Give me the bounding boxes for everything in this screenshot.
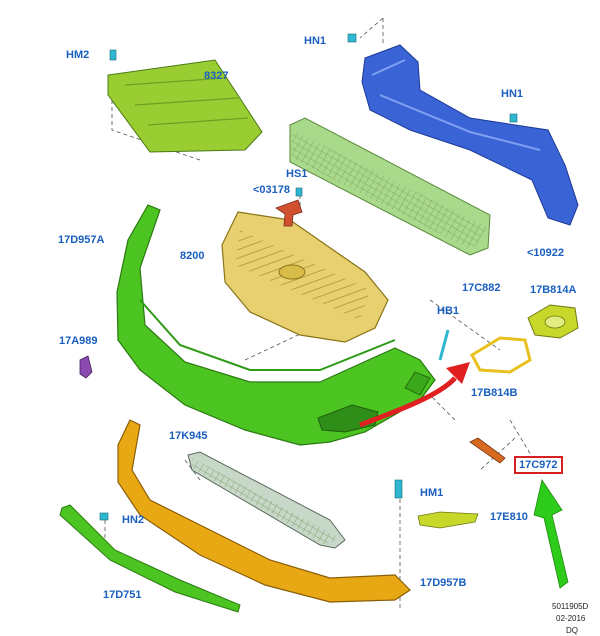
upper-shield-ribs xyxy=(124,77,249,126)
label-hn1-top: HN1 xyxy=(304,35,327,47)
trim-17e810 xyxy=(417,511,479,529)
label-hm1: HM1 xyxy=(420,487,444,499)
label-17d751: 17D751 xyxy=(103,589,142,601)
diagram-code: 5011905D xyxy=(552,602,589,611)
bolt-hb1 xyxy=(438,329,450,361)
fog-bezel-opening xyxy=(544,315,566,329)
fasteners xyxy=(99,33,518,521)
lower-lip-17d751 xyxy=(59,504,241,613)
lower-valance-17d957b xyxy=(117,419,411,603)
diagram-initials: DQ xyxy=(566,626,578,635)
label-hs1: HS1 xyxy=(286,168,308,180)
red-arrow-head xyxy=(446,362,470,384)
absorber-mesh xyxy=(292,130,488,250)
label-10922: <10922 xyxy=(527,247,565,259)
label-17c972-highlighted: 17C972 xyxy=(514,456,563,474)
label-hb1: HB1 xyxy=(437,305,460,317)
upper-shield-8327 xyxy=(107,59,263,153)
label-17e810: 17E810 xyxy=(490,511,528,523)
diagram-date: 02-2016 xyxy=(556,614,586,623)
bumper-cover-shade xyxy=(139,299,396,371)
bumper-reinforcement xyxy=(361,44,579,226)
bracket-17c972 xyxy=(469,437,506,464)
label-17c882: 17C882 xyxy=(462,282,501,294)
label-8327: 8327 xyxy=(204,70,229,82)
red-callout-arrow xyxy=(359,376,457,428)
label-hn1-right: HN1 xyxy=(501,88,524,100)
reinforcement-highlight xyxy=(371,59,541,151)
label-17k945: 17K945 xyxy=(169,430,208,442)
label-hm2: HM2 xyxy=(66,49,90,61)
label-8200: 8200 xyxy=(180,250,205,262)
lower-grille-mesh xyxy=(192,458,340,545)
label-17a989: 17A989 xyxy=(59,335,98,347)
grille-emblem xyxy=(278,264,306,280)
label-17b814a: 17B814A xyxy=(530,284,577,296)
clip-03178 xyxy=(275,199,303,227)
green-callout-arrow xyxy=(533,479,569,589)
label-17d957b: 17D957B xyxy=(420,577,467,589)
label-17b814b: 17B814B xyxy=(471,387,518,399)
label-03178: <03178 xyxy=(253,184,291,196)
bracket-17a989 xyxy=(79,355,93,379)
label-17d957a: 17D957A xyxy=(58,234,105,246)
label-hn2: HN2 xyxy=(122,514,145,526)
bumper-side-vent xyxy=(404,371,431,396)
fog-bezel-outline-17b814b xyxy=(470,336,532,374)
